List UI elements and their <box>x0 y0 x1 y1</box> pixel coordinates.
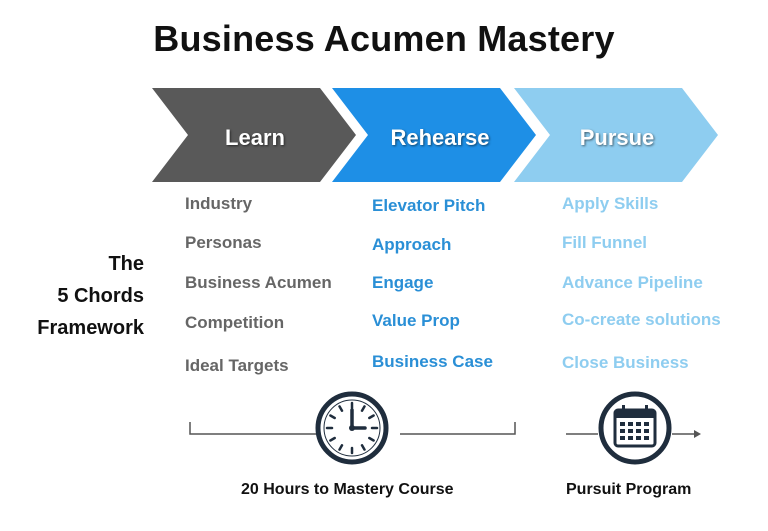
chevron-label-learn: Learn <box>225 125 285 150</box>
list-item: Personas <box>185 233 262 252</box>
list-item: Elevator Pitch <box>372 196 486 215</box>
list-item: Ideal Targets <box>185 356 289 375</box>
program-label: Pursuit Program <box>566 481 692 498</box>
list-item: Business Case <box>372 352 493 371</box>
framework-label: The 5 Chords Framework <box>0 248 144 344</box>
list-item: Close Business <box>562 353 689 372</box>
framework-label-line: The <box>108 253 144 275</box>
list-item: Apply Skills <box>562 194 659 213</box>
chevron-learn <box>152 88 356 182</box>
list-item: Competition <box>185 313 285 332</box>
page-title: Business Acumen Mastery <box>153 18 615 59</box>
list-item: Value Prop <box>372 311 460 330</box>
list-item: Fill Funnel <box>562 233 647 252</box>
chevron-rehearse <box>332 88 536 182</box>
list-item: Advance Pipeline <box>562 273 703 292</box>
chevron-pursue <box>514 88 718 182</box>
course-bracket <box>189 422 516 435</box>
list-item: Engage <box>372 273 434 292</box>
list-item: Co-create solutions <box>562 310 721 329</box>
course-label: 20 Hours to Mastery Course <box>241 481 454 498</box>
chevron-label-rehearse: Rehearse <box>390 125 490 150</box>
framework-label-line: 5 Chords <box>57 285 144 307</box>
list-item: Business Acumen <box>185 273 332 292</box>
framework-label-line: Framework <box>37 317 144 339</box>
chevron-label-pursue: Pursue <box>579 125 655 150</box>
calendar-icon <box>598 391 672 465</box>
program-arrow <box>566 430 701 438</box>
list-item: Industry <box>185 194 253 213</box>
list-item: Approach <box>372 235 452 254</box>
clock-icon <box>315 391 389 465</box>
